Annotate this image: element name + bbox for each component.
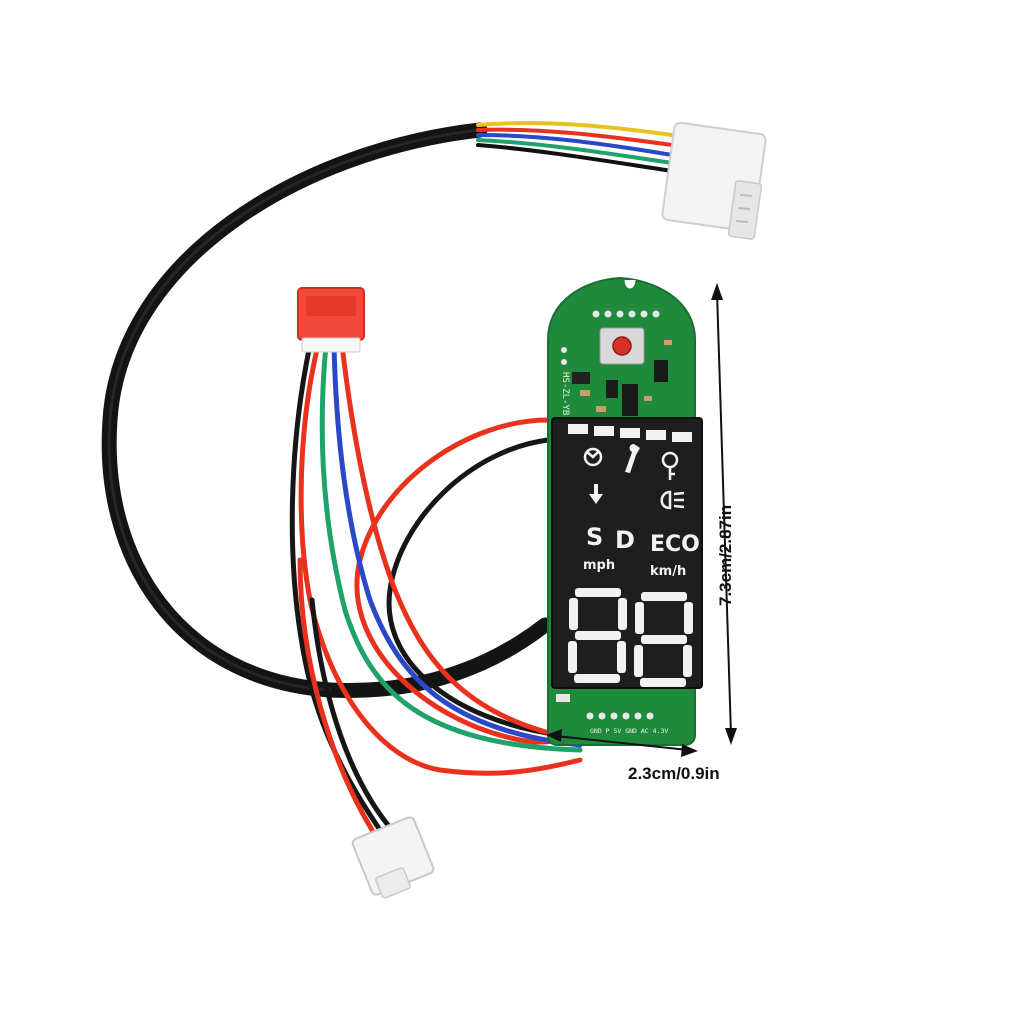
speed-digit-ones	[634, 592, 693, 687]
height-dimension-arrow	[711, 283, 737, 745]
pin-labels: GND P 5V GND AC 4.3V	[590, 727, 668, 735]
power-button	[612, 336, 632, 356]
unit-kmh: km/h	[650, 564, 686, 579]
headlight-icon	[660, 490, 685, 510]
black-cable	[101, 122, 553, 698]
pin-header	[556, 694, 654, 720]
eco-leaf-icon	[583, 447, 603, 467]
mode-d: D	[615, 526, 635, 554]
width-label: 2.3cm/0.9in	[628, 764, 720, 783]
white-connector-top	[661, 121, 767, 240]
unit-mph: mph	[583, 558, 615, 573]
top-wire-bundle	[476, 121, 674, 173]
pcb-components	[561, 310, 672, 416]
width-dimension-arrow	[546, 729, 698, 757]
lcd-display	[551, 417, 703, 689]
temperature-icon	[661, 451, 679, 480]
cruise-icon	[589, 484, 603, 504]
display-board: HS-ZL-YB	[547, 276, 703, 746]
red-connector	[297, 287, 365, 353]
loose-wires	[289, 342, 583, 833]
speed-digits	[568, 588, 693, 687]
battery-level-bars	[568, 424, 692, 442]
speed-digit-tens	[568, 588, 627, 683]
mode-s: S	[586, 523, 603, 551]
mode-eco: ECO	[650, 532, 700, 557]
white-connector-bottom	[351, 816, 435, 899]
board-code: HS-ZL-YB	[560, 372, 570, 415]
height-label: 7.3cm/2.87in	[716, 504, 735, 606]
wrench-icon	[625, 444, 640, 473]
